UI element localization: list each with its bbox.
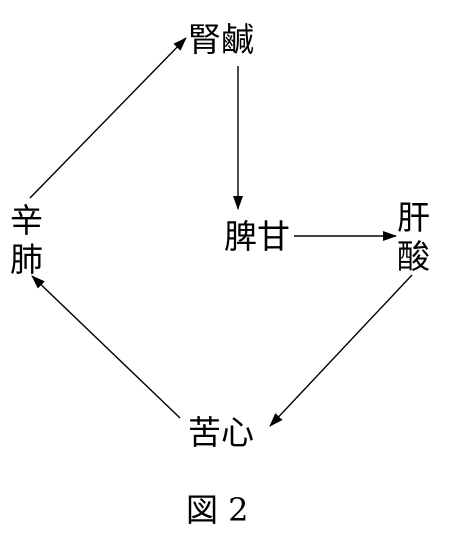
arrow-liver-to-heart [269,274,413,427]
figure-caption: 図 2 [186,491,249,529]
node-lung-line1: 辛 [10,201,43,240]
node-liver-line1: 肝 [397,198,430,237]
arrow-lung-to-kidney [29,37,187,199]
node-kidney: 腎鹹 [188,20,254,59]
node-liver: 肝 酸 [397,201,430,273]
node-lung: 辛 肺 [10,204,43,276]
node-spleen: 脾甘 [224,217,290,256]
node-lung-line2: 肺 [10,240,43,279]
node-heart: 苦心 [188,413,254,452]
arrow-heart-to-lung [31,275,181,419]
node-liver-line2: 酸 [397,237,430,276]
